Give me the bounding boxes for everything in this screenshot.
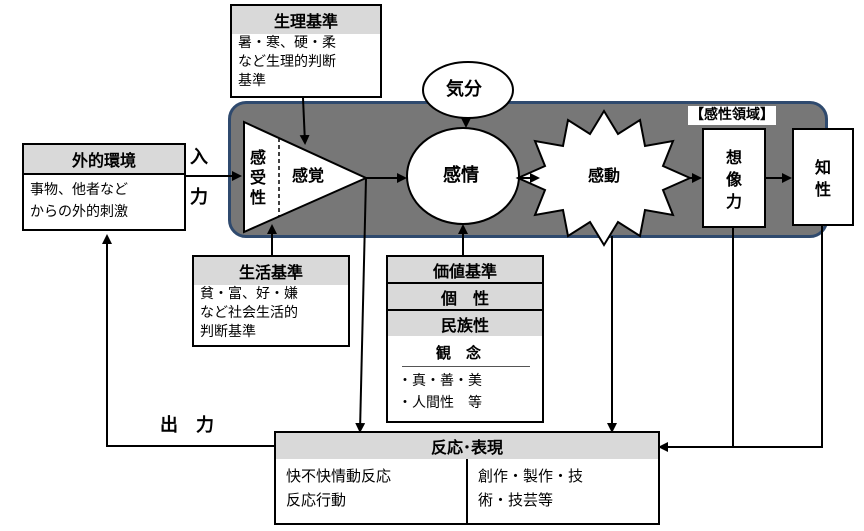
response-left-1: 快不快情動反応 xyxy=(286,467,392,485)
concept-underline xyxy=(402,366,530,367)
physio-line-3: 基準 xyxy=(238,73,266,89)
physio-line-2: など生理的判断 xyxy=(238,54,336,70)
response-right-2: 術・技芸等 xyxy=(478,491,554,509)
imagination-box: 想 像 力 xyxy=(702,128,766,228)
physio-criteria-body: 暑・寒、硬・柔 など生理的判断 基準 xyxy=(230,34,382,98)
output-label: 出 力 xyxy=(160,415,214,436)
arrow-physio-to-sense xyxy=(299,97,310,145)
perception-label: 感覚 xyxy=(292,166,325,185)
impression-label: 感動 xyxy=(588,166,621,185)
input-label-1: 入 xyxy=(190,147,208,168)
imagination-char-1: 想 xyxy=(726,148,743,167)
arrow-output-feedback xyxy=(102,234,274,447)
concept-box: 観 念 ・真・善・美 ・人間性 等 xyxy=(386,336,544,423)
values-row-criteria: 価値基準 xyxy=(386,255,544,284)
response-left-2: 反応行動 xyxy=(286,491,347,509)
imagination-char-3: 力 xyxy=(726,192,743,211)
receptive-char-1: 感 xyxy=(250,148,267,167)
impression-starburst xyxy=(515,109,693,247)
life-criteria-body: 貧・富、好・嫌 など社会生活的 判断基準 xyxy=(192,285,350,347)
intellect-char-1: 知 xyxy=(815,158,832,177)
line-intellect-down xyxy=(658,226,823,452)
intellect-char-2: 性 xyxy=(815,180,832,199)
response-title: 反応･表現 xyxy=(274,431,660,461)
perception-triangle xyxy=(243,120,369,234)
external-environment-body: 事物、他者など からの外的刺激 xyxy=(22,173,186,231)
external-line-2: からの外的刺激 xyxy=(30,204,128,220)
concept-item-2: ・人間性 等 xyxy=(398,395,482,411)
emotion-label: 感情 xyxy=(443,165,479,186)
intellect-box: 知 性 xyxy=(792,128,854,226)
mood-label: 気分 xyxy=(446,79,482,100)
concept-item-1: ・真・善・美 xyxy=(398,373,482,389)
life-line-2: など社会生活的 xyxy=(200,305,298,321)
life-line-3: 判断基準 xyxy=(200,324,256,340)
arrow-sense-to-response xyxy=(355,177,367,433)
physio-criteria-title: 生理基準 xyxy=(230,4,382,36)
values-row-ethnicity: 民族性 xyxy=(386,309,544,338)
life-line-1: 貧・富、好・嫌 xyxy=(200,286,298,302)
imagination-char-2: 像 xyxy=(726,170,743,189)
values-row-individuality: 個 性 xyxy=(386,282,544,311)
external-line-1: 事物、他者など xyxy=(30,182,128,198)
concept-title: 観 念 xyxy=(436,344,482,362)
response-right-1: 創作・製作・技 xyxy=(478,467,584,485)
receptive-char-2: 受 xyxy=(250,168,267,187)
physio-line-1: 暑・寒、硬・柔 xyxy=(238,35,336,51)
response-divider xyxy=(466,459,468,523)
response-body: 快不快情動反応 反応行動 創作・製作・技 術・技芸等 xyxy=(274,459,660,525)
life-criteria-title: 生活基準 xyxy=(192,255,350,287)
receptive-char-3: 性 xyxy=(250,188,267,207)
external-environment-title: 外的環境 xyxy=(22,143,186,175)
region-label: 【感性領域】 xyxy=(688,106,776,125)
input-label-2: 力 xyxy=(190,187,208,208)
